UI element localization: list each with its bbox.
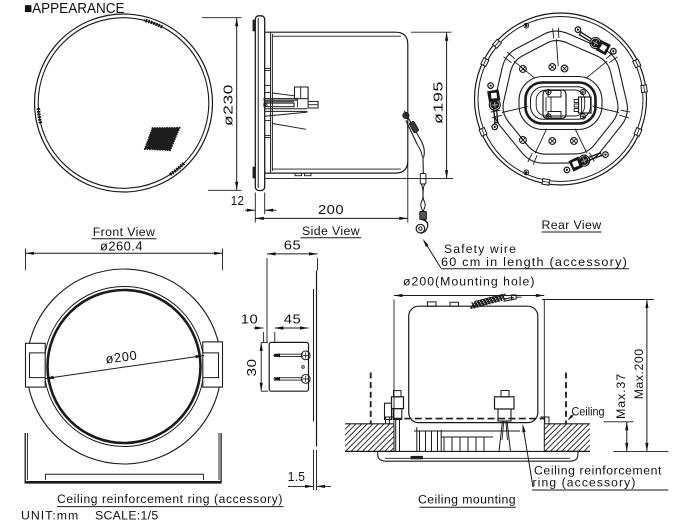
svg-text:1.5: 1.5 (288, 469, 305, 484)
svg-text:ø260.4: ø260.4 (100, 238, 143, 253)
svg-text:ø230: ø230 (221, 84, 236, 126)
svg-text:SCALE:1/5: SCALE:1/5 (95, 509, 159, 523)
svg-text:ring (accessory): ring (accessory) (533, 476, 637, 490)
svg-text:Max.200: Max.200 (632, 348, 646, 399)
svg-text:ø200(Mounting hole): ø200(Mounting hole) (403, 274, 535, 288)
svg-text:ø195: ø195 (430, 81, 445, 124)
svg-text:Ceiling mounting: Ceiling mounting (418, 492, 516, 506)
svg-text:■APPEARANCE: ■APPEARANCE (24, 1, 125, 17)
svg-text:10: 10 (241, 312, 258, 327)
svg-text:Max.37: Max.37 (614, 373, 628, 419)
svg-text:Front View: Front View (93, 225, 156, 239)
svg-text:ø200: ø200 (105, 348, 139, 367)
svg-text:Ceiling reinforcement ring (ac: Ceiling reinforcement ring (accessory) (57, 492, 283, 506)
svg-text:Ceiling: Ceiling (572, 405, 605, 419)
svg-text:200: 200 (318, 202, 344, 217)
svg-text:12: 12 (231, 193, 245, 208)
svg-text:Rear View: Rear View (541, 218, 601, 232)
svg-text:Safety wire: Safety wire (444, 242, 517, 256)
svg-text:60 cm in length (accessory): 60 cm in length (accessory) (441, 255, 628, 269)
svg-text:UNIT:mm: UNIT:mm (21, 509, 79, 523)
svg-text:45: 45 (284, 312, 301, 327)
svg-text:Ceiling reinforcement: Ceiling reinforcement (534, 463, 662, 477)
svg-text:30: 30 (244, 359, 259, 377)
svg-text:Side View: Side View (302, 224, 360, 238)
svg-text:65: 65 (284, 238, 301, 253)
